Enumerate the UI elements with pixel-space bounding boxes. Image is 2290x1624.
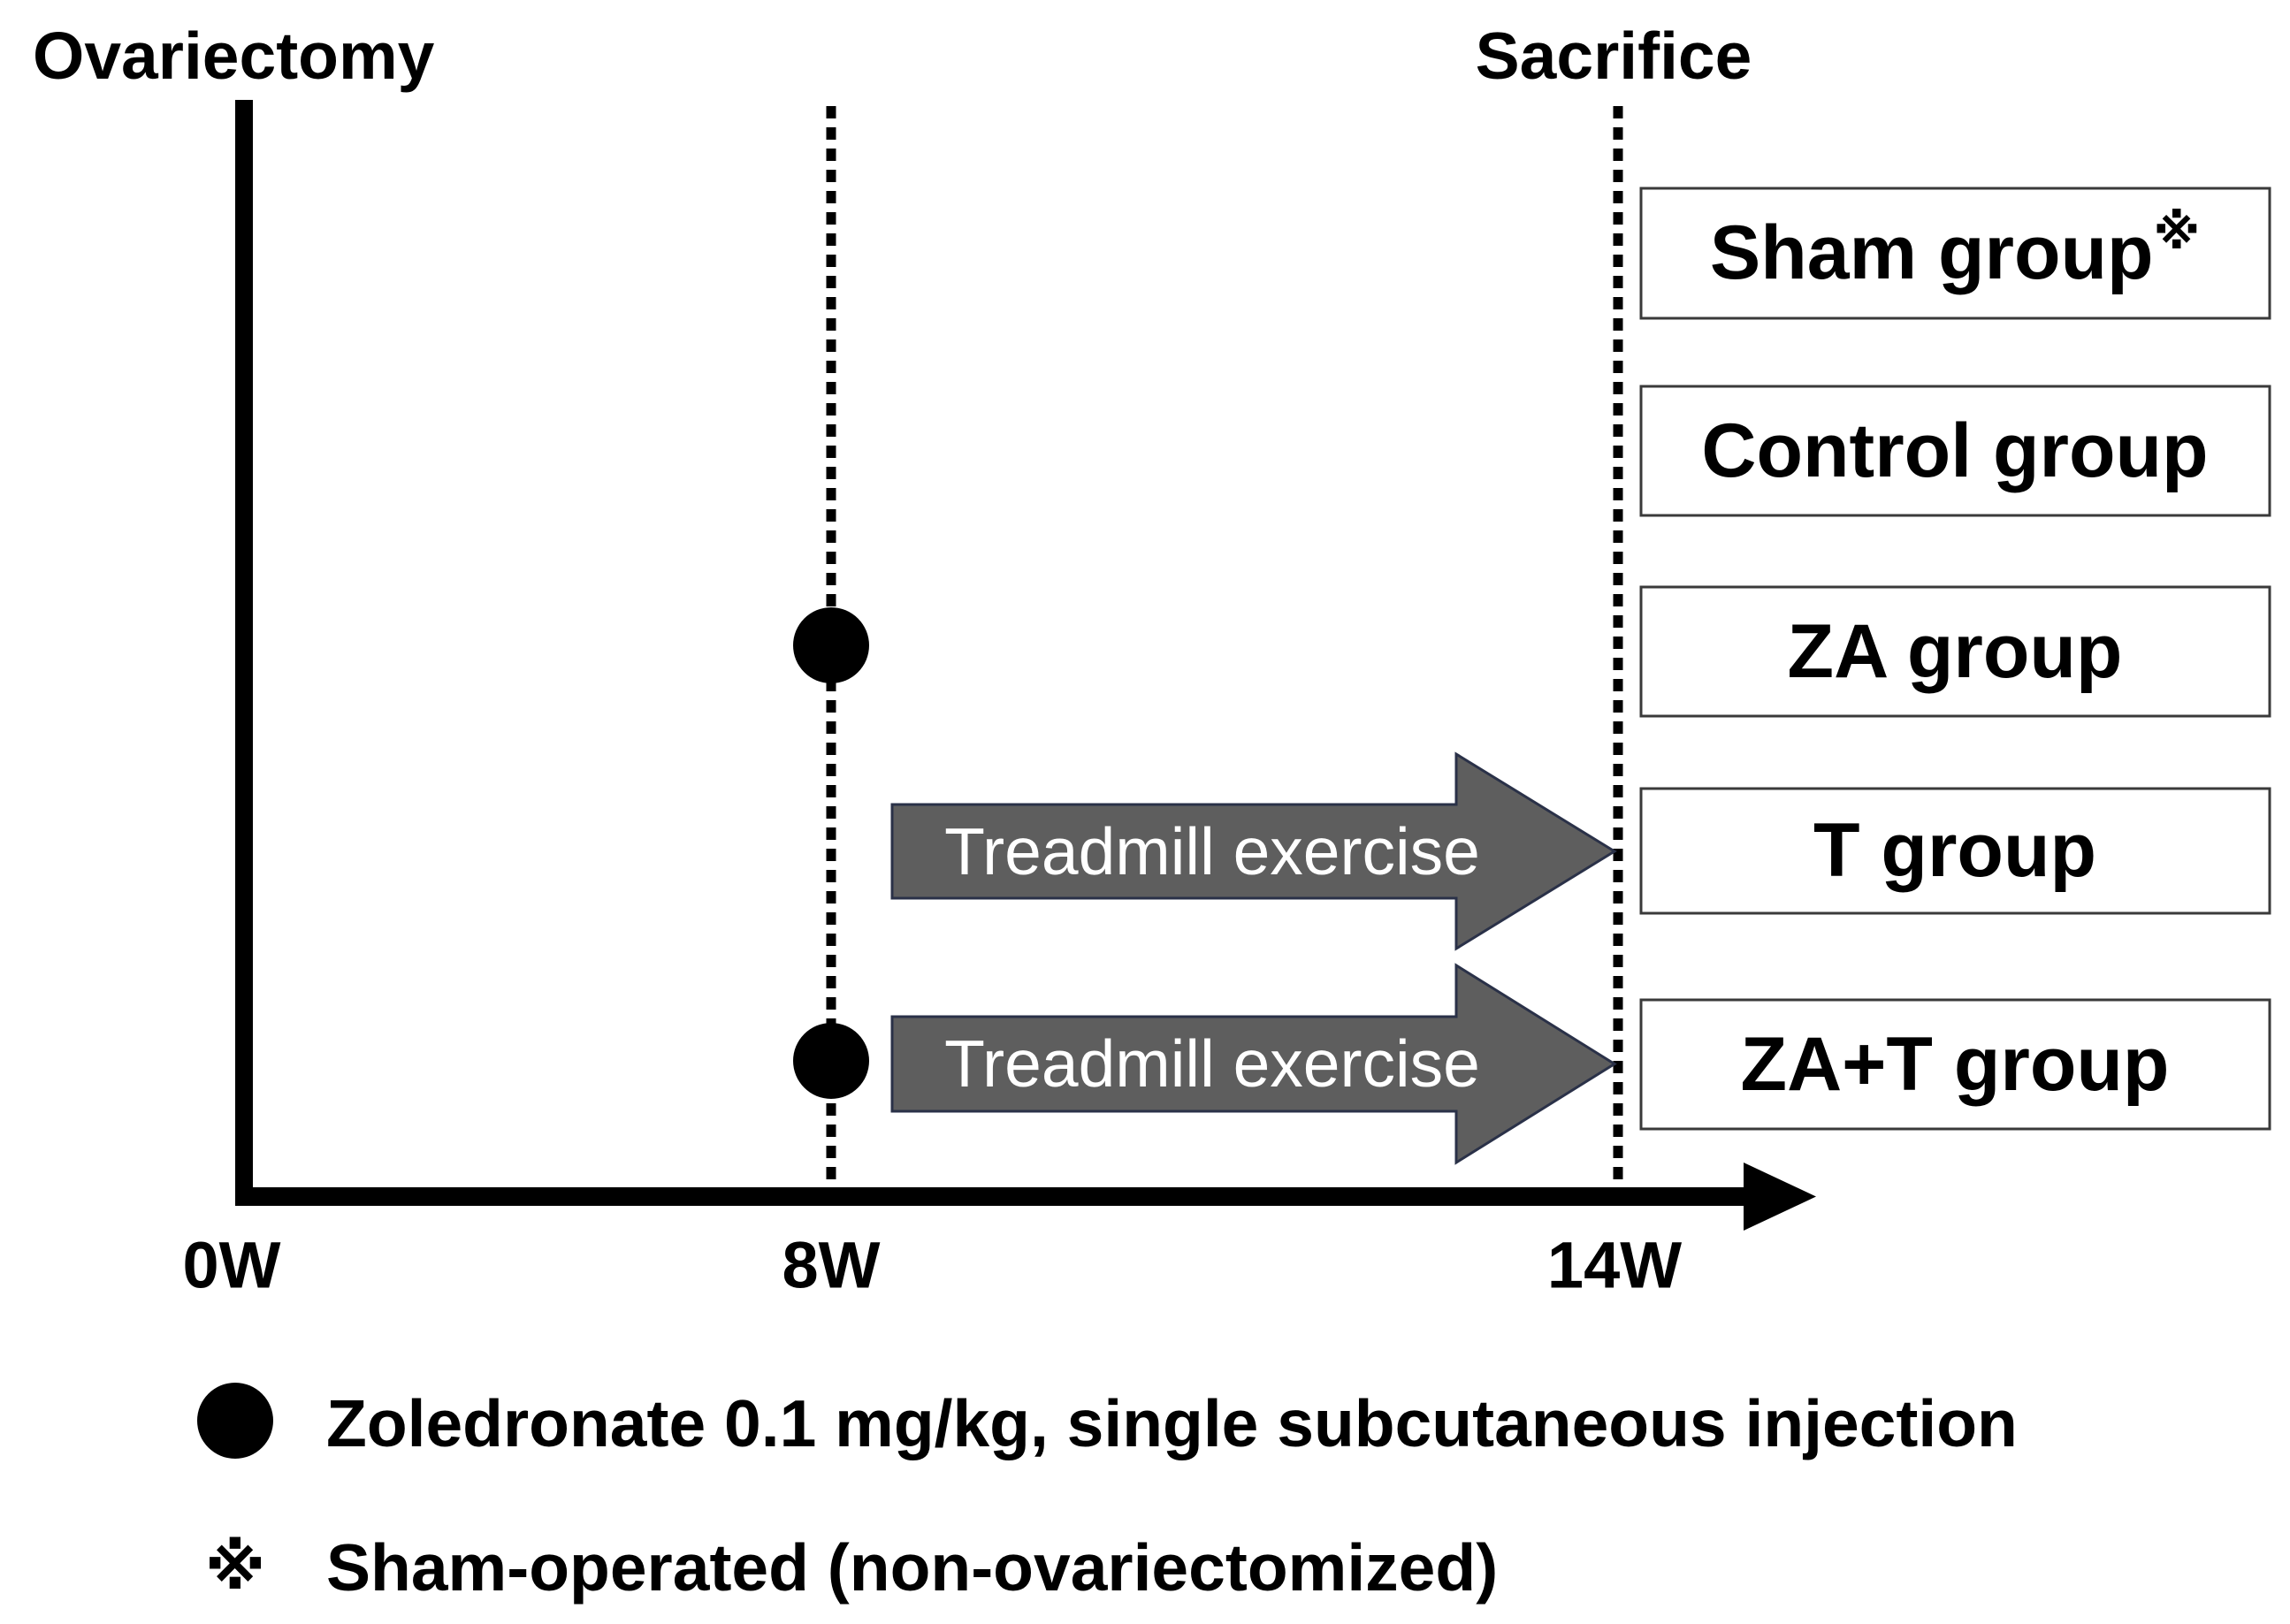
tick-label-0w: 0W (183, 1229, 281, 1302)
t-group-arrow-label: Treadmill exercise (944, 814, 1480, 888)
tick-label-8w: 8W (782, 1229, 881, 1302)
tick-label-14w: 14W (1547, 1229, 1682, 1302)
legend-sham-text: Sham-operated (non-ovariectomized) (326, 1530, 1498, 1605)
legend: Zoledronate 0.1 mg/kg, single subcutaneo… (197, 1383, 2018, 1605)
group-box-za-frame (1639, 585, 2271, 718)
group-label-sham: Sham group※ (1710, 204, 2200, 296)
sham-reference-mark-icon: ※ (2154, 204, 2201, 260)
group-label-za: ZA group (1788, 609, 2123, 694)
legend-zoledronate-icon (197, 1383, 273, 1459)
group-label-za-t: ZA+T group (1741, 1022, 2170, 1107)
group-box-za: ZA group (1639, 585, 2271, 718)
group-box-t: T group (1639, 787, 2271, 915)
group-box-za-t-frame (1639, 998, 2271, 1131)
group-box-sham: Sham group※ (1639, 187, 2271, 320)
t-group-exercise-arrow: Treadmill exercise (890, 751, 1617, 951)
vertical-axis-line (235, 100, 253, 1206)
za-t-group-injection-marker-icon (793, 1023, 869, 1099)
legend-reference-mark-icon: ※ (205, 1531, 265, 1604)
group-box-control: Control group (1639, 385, 2271, 517)
group-label-control: Control group (1701, 408, 2208, 493)
group-box-control-frame (1639, 385, 2271, 517)
legend-zoledronate-text: Zoledronate 0.1 mg/kg, single subcutaneo… (326, 1386, 2018, 1460)
group-label-sham-text: Sham group (1710, 210, 2154, 295)
group-box-t-frame (1639, 787, 2271, 915)
ovariectomy-label: Ovariectomy (33, 19, 435, 93)
za-t-group-exercise-arrow: Treadmill exercise (890, 963, 1617, 1165)
group-box-za-t: ZA+T group (1639, 998, 2271, 1131)
sacrifice-label: Sacrifice (1476, 19, 1752, 93)
group-label-t: T group (1813, 808, 2096, 893)
group-box-sham-frame (1639, 187, 2271, 320)
za-group-injection-marker-icon (793, 607, 869, 683)
za-t-group-arrow-shape (890, 963, 1617, 1165)
za-t-group-arrow-label: Treadmill exercise (944, 1026, 1480, 1101)
time-axis-line (235, 1187, 1752, 1206)
t-group-arrow-shape (890, 751, 1617, 951)
time-axis-arrowhead-icon (1744, 1163, 1816, 1231)
